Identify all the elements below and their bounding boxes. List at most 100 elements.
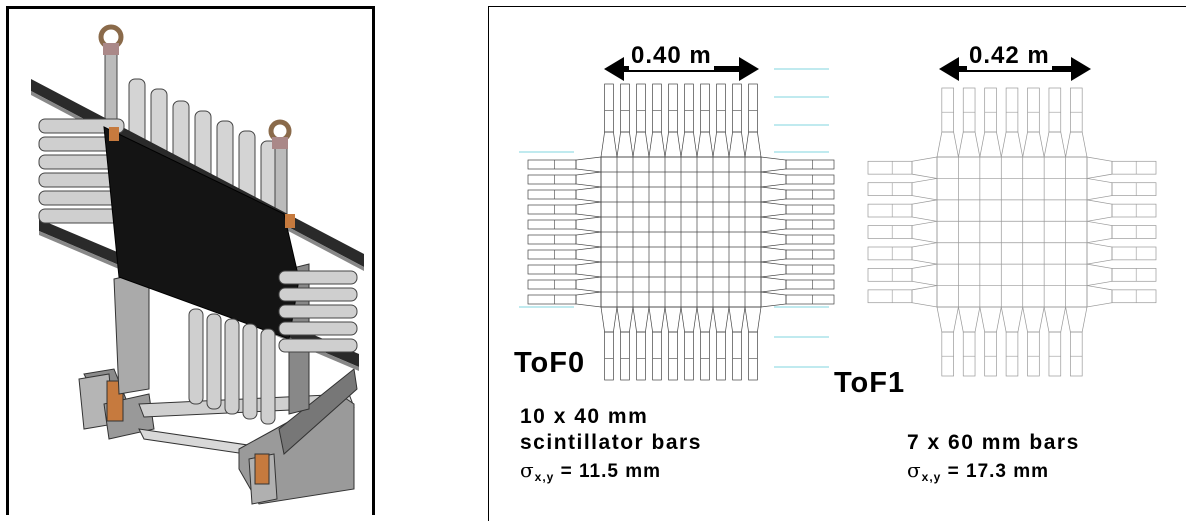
light-guide: [712, 131, 730, 158]
pmt: [1111, 182, 1157, 196]
vertical-pmt-tubes-bottom: [188, 308, 276, 425]
light-guide: [1022, 306, 1045, 333]
pmt: [785, 264, 835, 275]
pmt: [527, 279, 577, 290]
pmt: [867, 289, 913, 304]
pmt: [1111, 268, 1157, 282]
pmt: [1111, 289, 1157, 304]
light-guide: [680, 306, 698, 333]
pmt: [684, 331, 694, 381]
pmt: [748, 83, 758, 133]
pmt: [1027, 87, 1040, 133]
light-guide: [760, 231, 787, 248]
light-guide: [575, 201, 602, 218]
pmt: [1048, 331, 1062, 377]
sigma-symbol: σ: [907, 458, 922, 482]
pmt: [620, 331, 630, 381]
support-frame: [78, 263, 358, 505]
light-guide: [1086, 242, 1113, 265]
light-guide: [936, 131, 959, 158]
tof1-bar-layout: [867, 87, 1157, 377]
light-guide: [1086, 178, 1113, 201]
light-guide: [575, 276, 602, 293]
pmt: [1111, 160, 1157, 175]
light-guide: [648, 131, 666, 158]
pmt: [716, 83, 726, 133]
light-guide: [911, 263, 938, 286]
light-guide: [1086, 156, 1113, 179]
light-guide: [1022, 131, 1045, 158]
pmt: [785, 159, 835, 170]
pmt: [636, 331, 646, 381]
pmt: [700, 83, 710, 133]
sigma-subscript: x,y: [921, 470, 942, 484]
pmt: [716, 331, 726, 381]
light-guide: [616, 131, 634, 158]
pmt: [1111, 246, 1157, 261]
light-guide: [760, 291, 787, 308]
pmt: [527, 174, 577, 185]
pmt: [527, 189, 577, 200]
tof0-bar-layout: [519, 68, 835, 381]
pmt: [748, 331, 758, 381]
light-guide: [911, 178, 938, 201]
tof0-bar-type: scintillator bars: [520, 431, 702, 454]
pmt: [668, 83, 678, 133]
pmt: [527, 234, 577, 245]
light-guide: [979, 131, 1002, 158]
sigma-subscript: x,y: [534, 470, 555, 484]
light-guide: [632, 306, 650, 333]
tof0-bar-size: 10 x 40 mm: [520, 405, 649, 428]
pmt: [1048, 87, 1062, 133]
pmt: [732, 83, 742, 133]
pmt: [652, 83, 662, 133]
light-guide: [575, 171, 602, 188]
pmt: [867, 203, 913, 218]
light-guide: [760, 261, 787, 278]
light-guide: [728, 131, 746, 158]
light-guide: [575, 231, 602, 248]
pmt: [527, 294, 577, 305]
tof-detector-render-panel: [6, 6, 375, 515]
light-guide: [1086, 285, 1113, 308]
pmt: [604, 83, 614, 133]
pmt: [984, 331, 997, 377]
light-guide: [760, 216, 787, 233]
light-guide: [696, 131, 714, 158]
pmt: [732, 331, 742, 381]
pmt: [785, 279, 835, 290]
light-guide: [911, 156, 938, 179]
pmt: [962, 87, 976, 133]
pmt: [527, 204, 577, 215]
pmt: [984, 87, 997, 133]
light-guide: [1043, 131, 1066, 158]
tof1-bar-description: 7 x 60 mm bars: [907, 431, 1080, 454]
pmt: [527, 264, 577, 275]
tof-detector-render: [31, 24, 364, 505]
light-guide: [680, 131, 698, 158]
tof0-dimension-label: 0.40 m: [629, 42, 714, 70]
light-guide: [712, 306, 730, 333]
light-guide: [760, 156, 787, 173]
light-guide: [760, 171, 787, 188]
pmt: [652, 331, 662, 381]
light-guide: [664, 306, 682, 333]
tof-schematic-panel: 0.40 m 0.42 m ToF0 ToF1 10 x 40 mm scint…: [488, 6, 1186, 521]
pmt: [1005, 331, 1019, 377]
light-guide: [760, 186, 787, 203]
pmt: [785, 204, 835, 215]
pmt: [1111, 225, 1157, 239]
lifting-eye-left: [98, 24, 124, 55]
pmt: [527, 219, 577, 230]
pmt: [785, 249, 835, 260]
pmt: [1070, 331, 1083, 377]
pmt: [785, 294, 835, 305]
pmt: [1027, 331, 1040, 377]
light-guide: [616, 306, 634, 333]
pmt: [620, 83, 630, 133]
pmt: [684, 83, 694, 133]
grid-border: [936, 156, 1088, 308]
pmt: [1005, 87, 1019, 133]
light-guide: [936, 306, 959, 333]
tof0-resolution: σx,y = 11.5 mm: [520, 458, 661, 484]
